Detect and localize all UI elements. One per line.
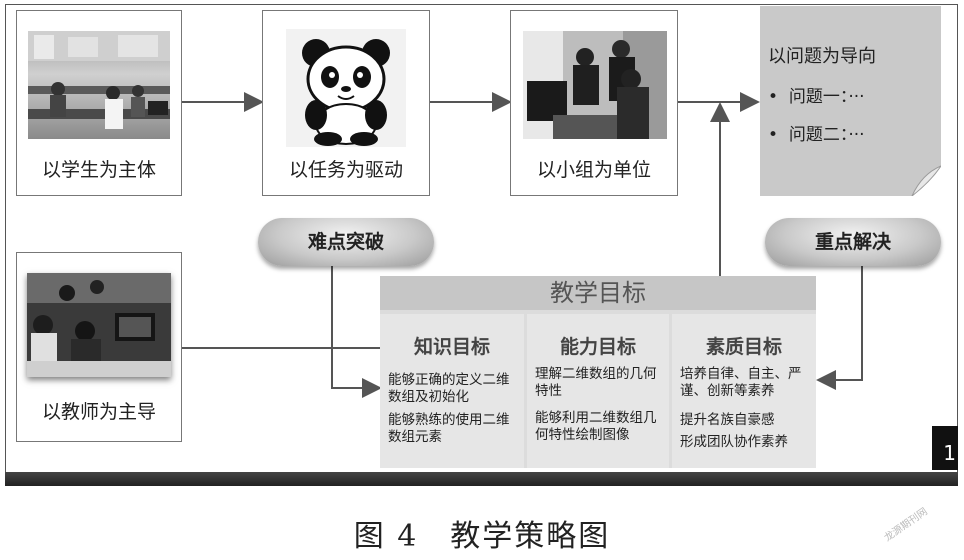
question-bullet-1-text: 问题一：··· bbox=[788, 87, 865, 107]
ability-goal-heading: 能力目标 bbox=[559, 336, 636, 358]
ability-goal-column: 能力目标 理解二维数组的几何特性 能够利用二维数组几何特性绘制图像 bbox=[527, 314, 669, 468]
difficulty-breakthrough-pill: 难点突破 bbox=[258, 218, 434, 266]
figure-caption: 图 4 教学策略图 bbox=[353, 519, 611, 554]
quality-goal-column: 素质目标 培养自律、自主、严谨、创新等素养 提升名族自豪感 形成团队协作素养 bbox=[672, 314, 816, 468]
question-bullet-2-text: 问题二：··· bbox=[788, 125, 865, 145]
knowledge-goal-item-1: 能够正确的定义二维数组及初始化 bbox=[388, 372, 510, 405]
group-photo bbox=[523, 31, 667, 139]
card-teacher-led: 以教师为主导 bbox=[16, 252, 182, 442]
teacher-photo bbox=[27, 273, 171, 377]
knowledge-goal-column: 知识目标 能够正确的定义二维数组及初始化 能够熟练的使用二维数组元素 bbox=[380, 314, 524, 468]
key-point-pill: 重点解决 bbox=[765, 218, 941, 266]
card-task-label: 以任务为驱动 bbox=[288, 159, 403, 181]
quality-goal-item-2: 提升名族自豪感 bbox=[680, 412, 775, 428]
card-task-driven: 以任务为驱动 bbox=[262, 10, 430, 196]
card-group-label: 以小组为单位 bbox=[536, 159, 651, 181]
slide-bottom-band bbox=[5, 472, 958, 486]
ability-goal-item-2: 能够利用二维数组几何特性绘制图像 bbox=[535, 410, 657, 443]
question-bullet-1: • 问题一：··· bbox=[768, 87, 865, 107]
quality-goal-heading: 素质目标 bbox=[705, 336, 782, 358]
knowledge-goal-item-2: 能够熟练的使用二维数组元素 bbox=[388, 412, 510, 445]
quality-goal-item-1: 培养自律、自主、严谨、创新等素养 bbox=[680, 366, 802, 399]
quality-goal-item-3: 形成团队协作素养 bbox=[680, 434, 788, 450]
arrow-key-to-quality bbox=[816, 266, 863, 390]
question-oriented-note: 以问题为导向 • 问题一：··· • 问题二：··· bbox=[760, 6, 941, 196]
teaching-goals-panel: 教学目标 知识目标 能够正确的定义二维数组及初始化 能够熟练的使用二维数组元素 … bbox=[380, 276, 816, 468]
knowledge-goal-heading: 知识目标 bbox=[413, 336, 490, 358]
card-group-unit: 以小组为单位 bbox=[510, 10, 678, 196]
question-bullet-2: • 问题二：··· bbox=[768, 125, 865, 145]
question-note-title: 以问题为导向 bbox=[768, 46, 876, 67]
card-student-centered: 以学生为主体 bbox=[16, 10, 182, 196]
page-number: 1 bbox=[932, 426, 958, 470]
teaching-goals-title: 教学目标 bbox=[380, 276, 816, 310]
card-student-label: 以学生为主体 bbox=[41, 159, 156, 181]
arrow-difficulty-to-knowledge bbox=[331, 266, 382, 398]
ability-goal-item-1: 理解二维数组的几何特性 bbox=[535, 366, 657, 399]
card-teacher-label: 以教师为主导 bbox=[41, 401, 156, 423]
classroom-photo bbox=[28, 31, 170, 139]
panda-image bbox=[286, 29, 406, 147]
